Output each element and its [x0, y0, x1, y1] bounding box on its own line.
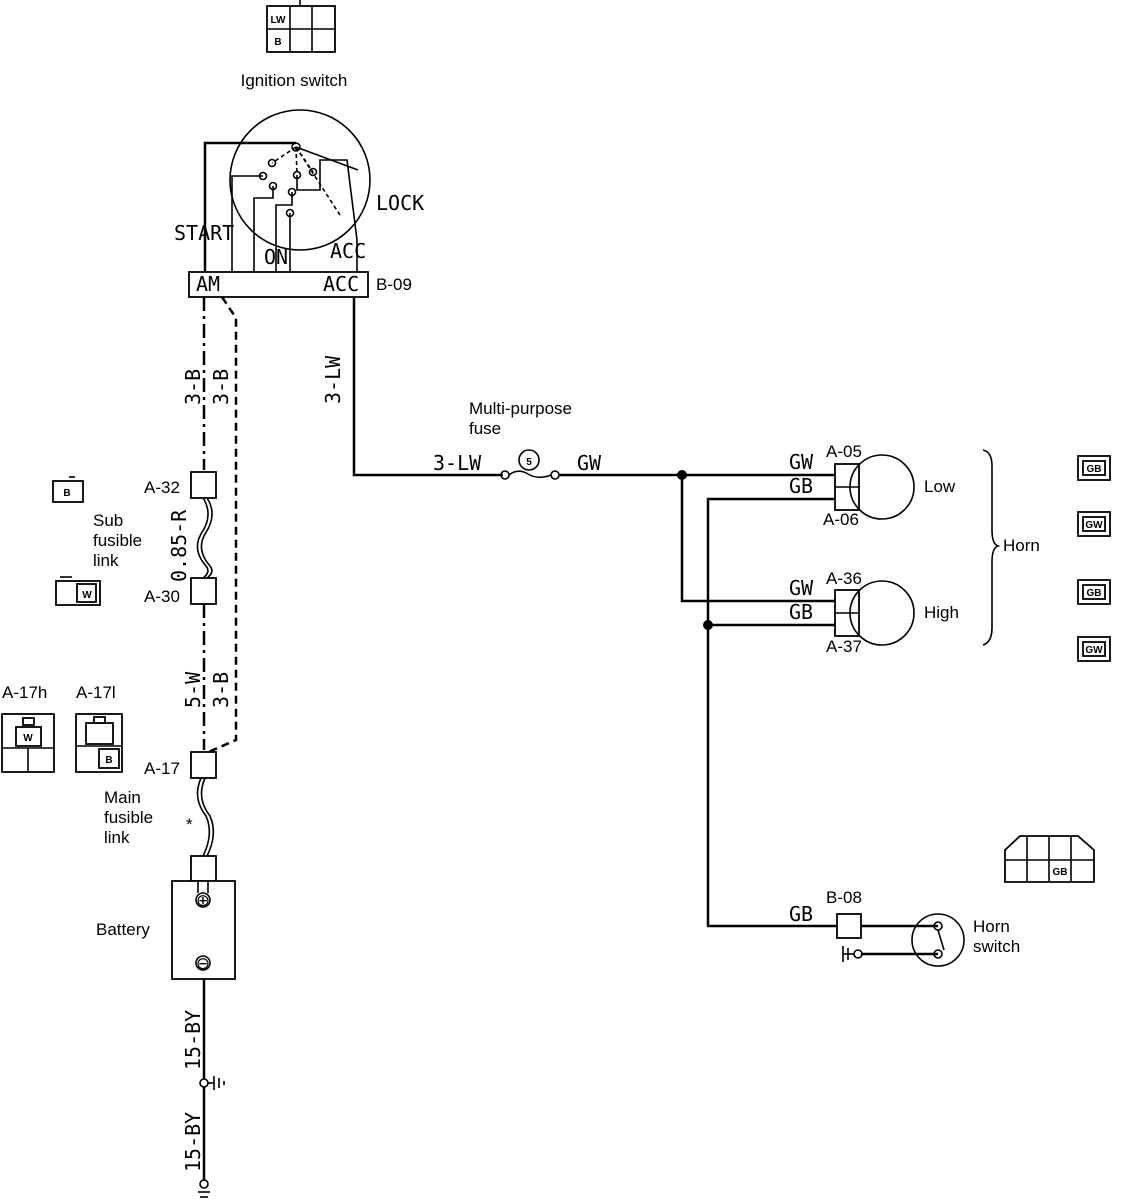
wire-horn-high-gw: GW: [789, 576, 814, 600]
horn-low-pin-gb: GB: [1087, 464, 1102, 475]
connector-b08-label: B-08: [826, 888, 862, 907]
connector-a30-label: A-30: [144, 587, 180, 606]
main-link-label-line1: Main: [104, 788, 141, 807]
position-acc-label: ACC: [330, 239, 366, 263]
sub-link-label-line1: Sub: [93, 511, 123, 530]
connector-a05-label: A-05: [826, 442, 862, 461]
b08-pin-gb: GB: [1053, 867, 1068, 878]
position-lock-label: LOCK: [376, 191, 424, 215]
battery-ground-wiring: [198, 979, 225, 1198]
connector-a17l-label: A-17l: [76, 683, 116, 702]
horn-switch-label-line2: switch: [973, 937, 1020, 956]
horn-low: [834, 454, 915, 520]
sub-link-pin-w: W: [82, 590, 92, 601]
terminal-acc-label: ACC: [323, 272, 359, 296]
horn-high: [834, 580, 915, 646]
ignition-switch-symbol: [203, 109, 371, 272]
connector-a06-label: A-06: [823, 510, 859, 529]
connector-a37-label: A-37: [826, 637, 862, 656]
left-supply-wiring: [190, 296, 238, 882]
fuse-label-line1: Multi-purpose: [469, 399, 572, 418]
wire-horn-switch-gb: GB: [789, 902, 813, 926]
wire-lower-5w: 5-W: [181, 671, 205, 708]
horn-connector-icons: GB GW GB GW: [1077, 455, 1111, 662]
main-link-asterisk: *: [186, 815, 193, 834]
position-start-label: START: [174, 221, 234, 245]
horn-switch-symbol: [836, 913, 965, 967]
connector-a36-label: A-36: [826, 569, 862, 588]
sub-link-label-line2: fusible: [93, 531, 142, 550]
horn-high-pin-gw: GW: [1085, 645, 1103, 656]
wire-am-left-3b: 3-B: [181, 369, 205, 405]
wire-horn-low-gw: GW: [789, 450, 814, 474]
ignition-pin-lw: LW: [271, 15, 287, 26]
ignition-switch-connector-icon: LW B: [266, 0, 336, 53]
terminal-am-label: AM: [196, 272, 220, 296]
acc-circuit: [352, 297, 859, 928]
main-link-label-line3: link: [104, 828, 130, 847]
horn-high-pin-gb: GB: [1087, 588, 1102, 599]
wire-fuse-out-gw: GW: [577, 451, 602, 475]
sub-link-connector-icons: B W: [52, 476, 101, 606]
wire-lower-3b: 3-B: [209, 672, 233, 708]
horn-switch-connector-icon: GB: [1004, 835, 1095, 883]
connector-a32-label: A-32: [144, 478, 180, 497]
horn-low-label: Low: [924, 477, 956, 496]
wire-battery-ground-15by-1: 15-BY: [181, 1010, 205, 1070]
battery-minus: ⊖: [196, 954, 210, 973]
wire-sub-link-085r: 0.85-R: [167, 509, 191, 582]
horn-high-label: High: [924, 603, 959, 622]
battery-plus: ⊕: [196, 891, 210, 910]
wire-horn-low-gb: GB: [789, 474, 813, 498]
connector-a17-label: A-17: [144, 759, 180, 778]
wire-horn-high-gb: GB: [789, 600, 813, 624]
horn-switch-label-line1: Horn: [973, 917, 1010, 936]
a17h-pin-w: W: [23, 733, 33, 744]
horn-group-label: Horn: [1003, 536, 1040, 555]
wire-fuse-in-3lw: 3-LW: [433, 451, 482, 475]
a17-connector-icons: W B: [1, 713, 123, 773]
fuse-number-badge: [518, 449, 540, 471]
wire-am-right-3b: 3-B: [209, 369, 233, 405]
sub-link-pin-b: B: [63, 488, 70, 499]
connector-b09-label: B-09: [376, 275, 412, 294]
main-link-label-line2: fusible: [104, 808, 153, 827]
fuse-number: 5: [526, 457, 532, 468]
battery-symbol: [171, 880, 236, 980]
ignition-terminal-block: [188, 271, 369, 298]
ignition-pin-b: B: [274, 37, 281, 48]
ignition-switch-title: Ignition switch: [241, 71, 348, 90]
battery-label: Battery: [96, 920, 150, 939]
fuse-label-line2: fuse: [469, 419, 501, 438]
wire-battery-ground-15by-2: 15-BY: [181, 1112, 205, 1172]
wire-acc-3lw: 3-LW: [321, 355, 345, 404]
sub-link-label-line3: link: [93, 551, 119, 570]
horn-low-pin-gw: GW: [1085, 520, 1103, 531]
a17l-pin-b: B: [105, 755, 112, 766]
position-on-label: ON: [264, 245, 288, 269]
connector-a17h-label: A-17h: [2, 683, 47, 702]
horn-bracket: [982, 449, 1001, 646]
